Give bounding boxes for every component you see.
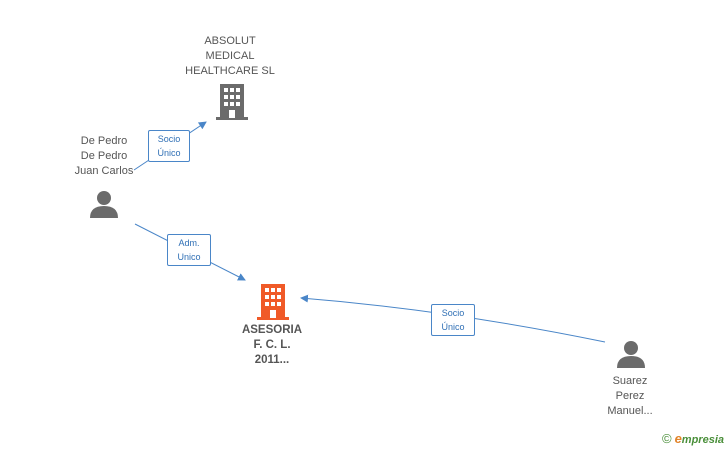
node-label-depedro: De Pedro De Pedro Juan Carlos [74,135,134,177]
copyright-symbol: © [661,431,672,446]
brand-rest: mpresia [681,434,724,446]
person-icon[interactable] [89,190,119,218]
building-icon[interactable] [257,284,289,320]
person-icon[interactable] [616,340,646,368]
node-label-suarez: Suarez Perez Manuel... [607,375,653,417]
edge-label-adm-unico[interactable]: Adm. Unico [167,234,211,266]
building-icon[interactable] [216,84,248,120]
edge-label-socio-unico-2[interactable]: Socio Único [431,304,475,336]
node-label-absolut: ABSOLUT MEDICAL HEALTHCARE SL [185,35,275,77]
edge-label-socio-unico[interactable]: Socio Único [148,130,190,162]
empresia-logo[interactable]: ©empresia [662,431,724,446]
node-label-asesoria: ASESORIA F. C. L. 2011... [241,324,303,366]
brand-e: e [674,431,682,446]
